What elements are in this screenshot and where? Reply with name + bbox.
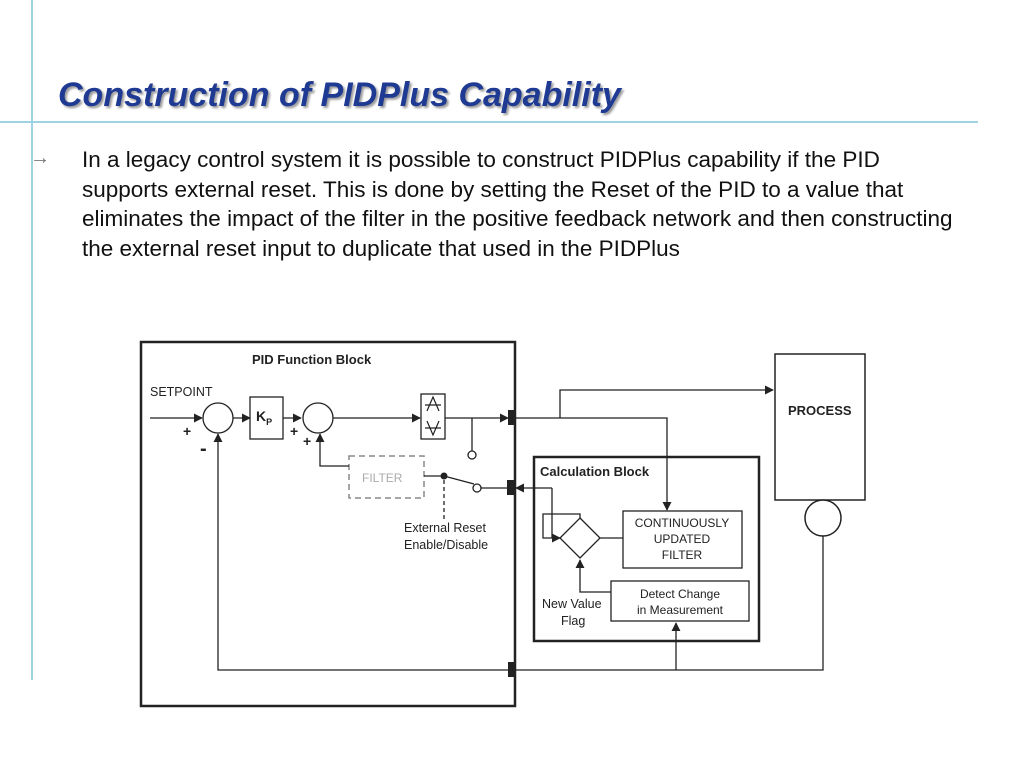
filter-block [348, 455, 425, 499]
continuous-label-line3: FILTER [662, 548, 703, 562]
new-value-flag-line2: Flag [561, 614, 585, 628]
arrow-bullet-icon: → [30, 147, 50, 169]
continuous-label-line2: UPDATED [654, 532, 711, 546]
setpoint-label: SETPOINT [150, 385, 213, 399]
summing-junction-2 [302, 402, 334, 434]
slide-horizontal-rule [0, 121, 978, 123]
new-value-flag-line1: New Value [542, 597, 602, 611]
measurement-transmitter [804, 499, 842, 537]
selector-diamond [559, 517, 601, 559]
detect-label-line1: Detect Change [640, 587, 720, 601]
kp-gain-block [249, 396, 284, 440]
output-limiter-block [420, 393, 446, 440]
detect-label-line2: in Measurement [637, 603, 724, 617]
external-reset-label-line1: External Reset [404, 521, 487, 535]
slide-vertical-rule [31, 0, 33, 680]
summing-junction-1 [202, 402, 234, 434]
plus-sign-1: + [183, 423, 191, 439]
pid-output-terminal [508, 410, 515, 425]
plus-sign-2: + [290, 423, 298, 439]
calculation-block [532, 455, 761, 643]
continuously-updated-filter-block [622, 510, 743, 569]
process-label: PROCESS [788, 403, 852, 418]
pid-function-block [139, 340, 517, 708]
external-reset-label-line2: Enable/Disable [404, 538, 488, 552]
kp-label: KP [256, 408, 272, 427]
slide-title: Construction of PIDPlus Capability [58, 76, 621, 114]
detect-change-block [610, 580, 750, 622]
switch-blade [443, 475, 475, 485]
filter-label: FILTER [362, 471, 403, 485]
process-block [774, 353, 866, 501]
measurement-terminal [508, 662, 516, 677]
output-to-process-arrow [559, 385, 774, 418]
bullet-text: In a legacy control system it is possibl… [82, 147, 953, 261]
pid-block-label: PID Function Block [252, 352, 372, 367]
diamond-feedback-loop [542, 513, 581, 543]
plus-sign-3: + [303, 433, 311, 449]
measurement-feedback-path [213, 433, 824, 671]
output-to-filter-arrow [560, 417, 672, 511]
detect-to-diamond [575, 559, 611, 593]
switch-contact-lower [472, 483, 482, 493]
minus-sign-1: - [200, 438, 207, 460]
calc-block-label: Calculation Block [540, 464, 650, 479]
switch-contact-upper [467, 450, 477, 460]
filter-feedback-path [315, 433, 349, 467]
external-reset-terminal [507, 480, 515, 495]
continuous-label-line1: CONTINUOUSLY [635, 516, 729, 530]
limiter-symbol [425, 395, 441, 437]
